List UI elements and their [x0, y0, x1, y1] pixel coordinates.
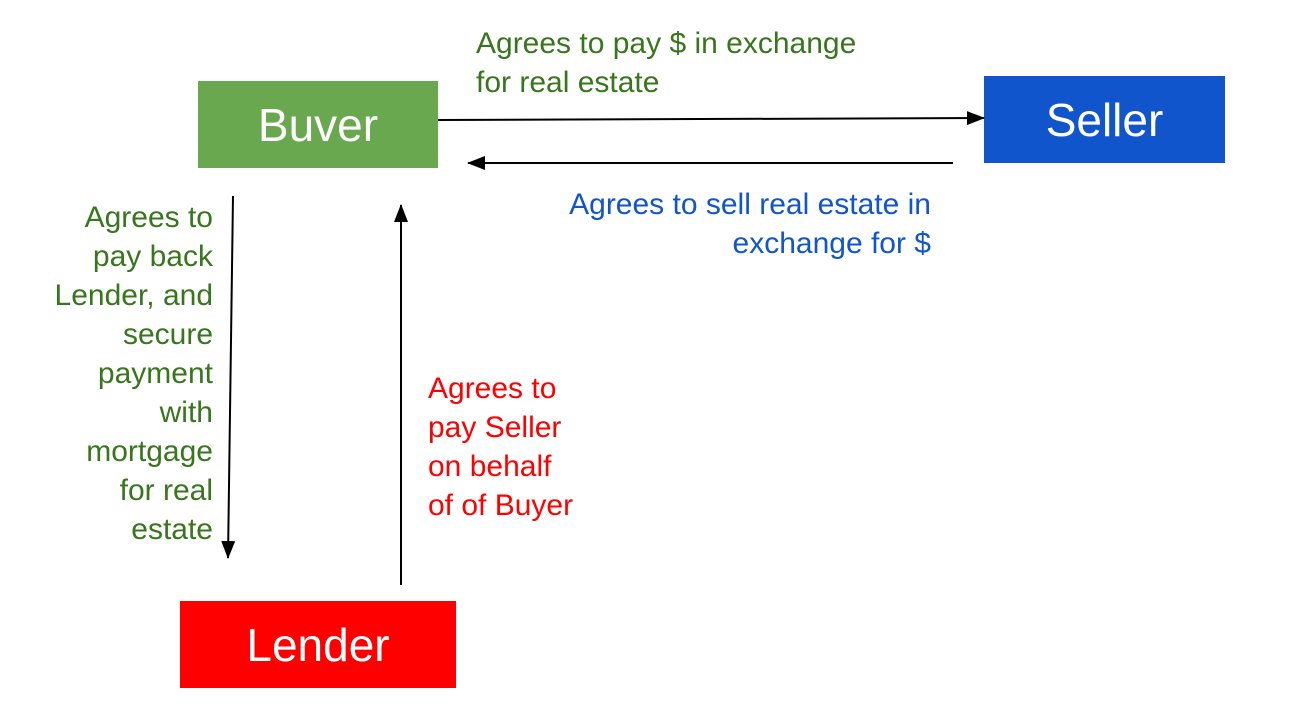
- label-line: for real estate: [476, 66, 660, 99]
- label-line: Agrees to: [428, 372, 557, 405]
- label-line: exchange for $: [732, 227, 931, 260]
- label-line: Agrees to sell real estate in: [569, 188, 931, 221]
- buyer-node-label: Buver: [257, 98, 379, 151]
- label-line: with: [159, 396, 213, 429]
- lender-node-label: Lender: [246, 618, 390, 671]
- label-line: secure: [122, 318, 213, 351]
- label-line: payment: [97, 357, 213, 390]
- label-line: pay Seller: [428, 411, 562, 444]
- label-line: Agrees to: [84, 201, 213, 234]
- lender-node: Lender: [180, 601, 456, 688]
- buyer-to-lender-arrow: [221, 195, 236, 559]
- buyer-to-seller-arrow: [437, 111, 985, 126]
- label-line: Agrees to pay $ in exchange: [476, 27, 857, 60]
- buyer-to-seller-label: Agrees to pay $ in exchange for real est…: [476, 24, 856, 102]
- seller-to-buyer-label: Agrees to sell real estate in exchange f…: [569, 185, 931, 263]
- label-line: pay back: [92, 240, 213, 273]
- buyer-to-lender-label: Agrees to pay back Lender, and secure pa…: [55, 198, 213, 549]
- label-line: estate: [131, 513, 213, 546]
- label-line: on behalf: [428, 450, 552, 483]
- label-line: for real: [119, 474, 213, 507]
- seller-node-label: Seller: [1045, 93, 1164, 146]
- lender-to-buyer-label: Agrees to pay Seller on behalf of of Buy…: [428, 369, 573, 525]
- label-line: Lender, and: [54, 279, 213, 312]
- label-line: of of Buyer: [428, 489, 574, 522]
- seller-node: Seller: [984, 76, 1225, 163]
- label-line: mortgage: [86, 435, 213, 468]
- buyer-node: Buver: [198, 81, 438, 168]
